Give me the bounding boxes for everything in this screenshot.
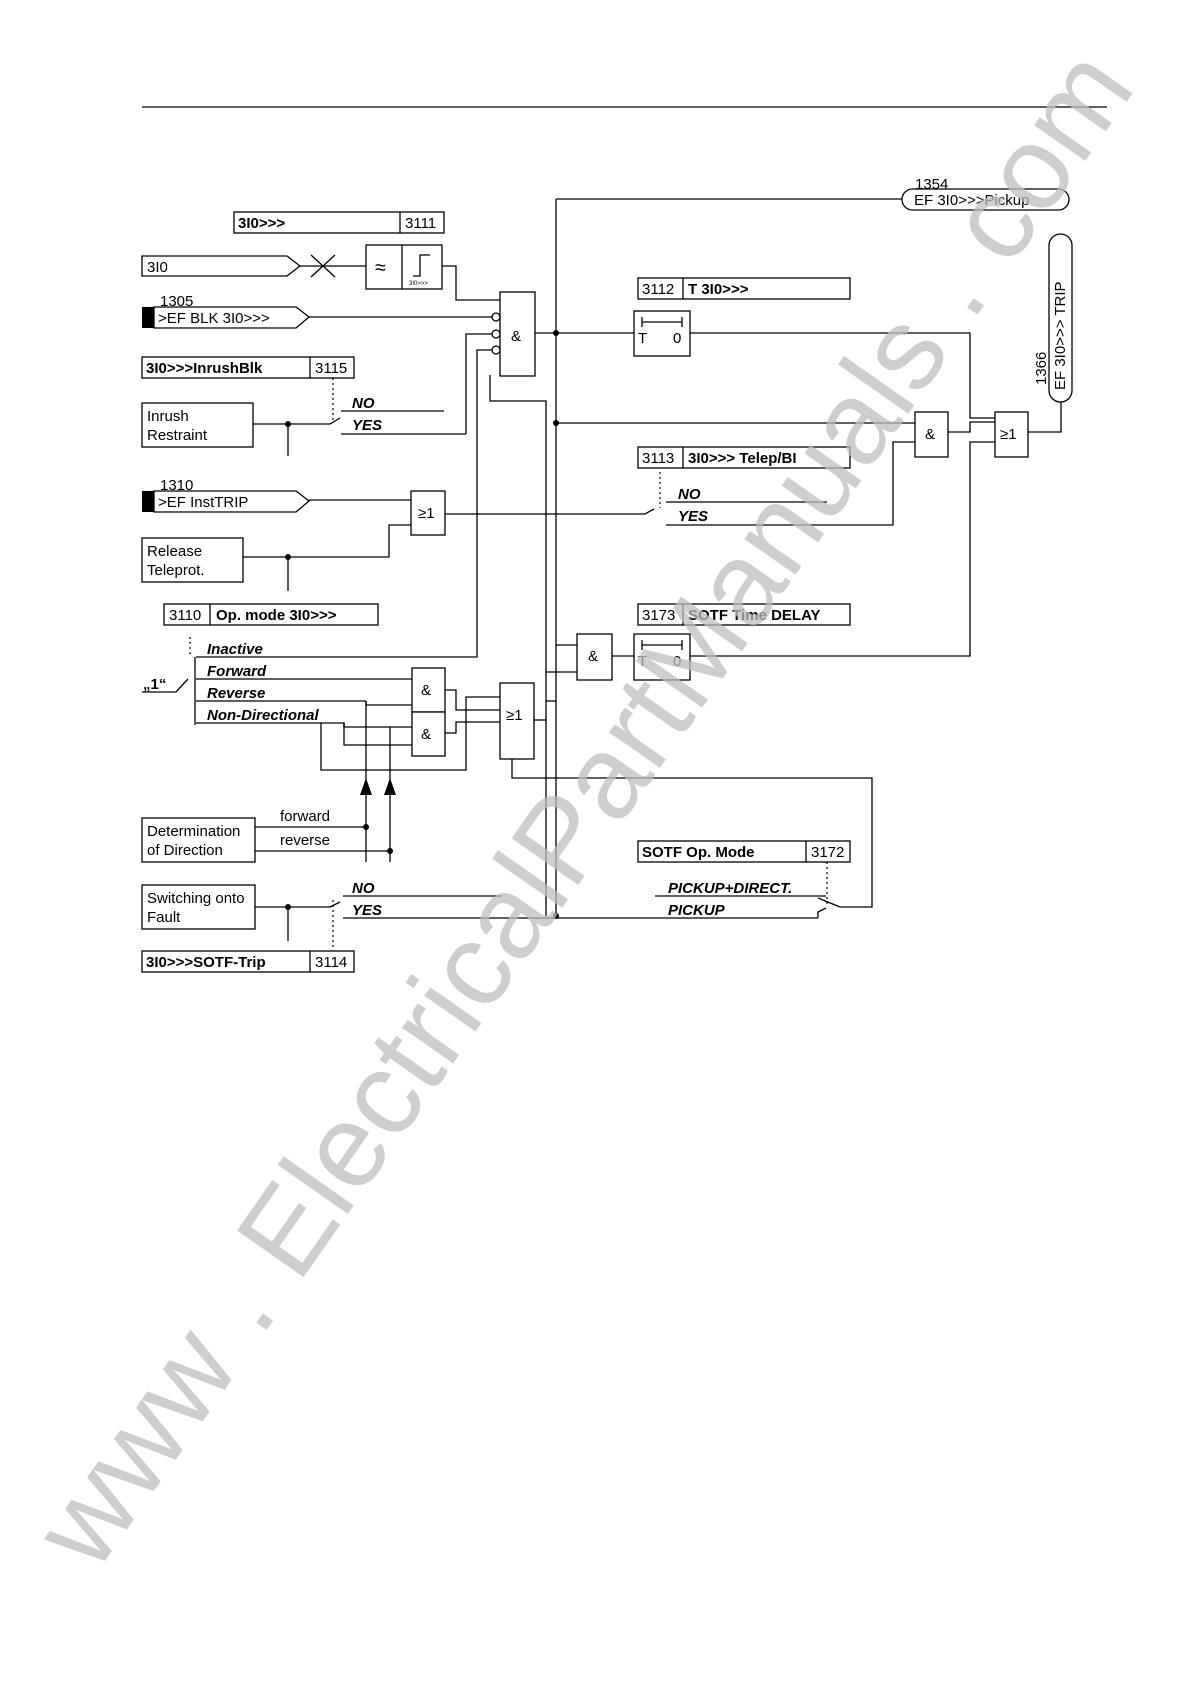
release-line2: Teleprot. <box>147 562 205 579</box>
setting-links <box>189 378 828 950</box>
junction-dots <box>285 330 559 919</box>
or-gate-direction: ≥1 <box>499 682 535 760</box>
or-gate-1-symbol: ≥1 <box>418 505 435 522</box>
timer-3173: T 0 <box>633 633 691 681</box>
release-line1: Release <box>147 543 202 560</box>
and-gate-2-symbol: & <box>925 426 935 443</box>
output-1366-label: EF 3I0>>> TRIP <box>1052 281 1069 390</box>
input-sotf: Switching onto Fault <box>141 884 256 930</box>
sotf-yes: YES <box>352 902 382 919</box>
output-1366-num: 1366 <box>1033 352 1050 385</box>
sotf-line1: Switching onto <box>147 890 245 907</box>
timer-3173-zero: 0 <box>673 653 681 670</box>
output-1354-label: EF 3I0>>>Pickup <box>914 192 1030 209</box>
setting-3114: 3I0>>>SOTF-Trip 3114 <box>141 950 355 973</box>
setting-3111-addr: 3111 <box>405 215 436 232</box>
output-1354: 1354 EF 3I0>>>Pickup <box>901 176 1070 211</box>
setting-3112-name: T 3I0>>> <box>688 281 749 298</box>
setting-3115-name: 3I0>>>InrushBlk <box>146 360 263 377</box>
arrow-up-forward <box>360 778 372 795</box>
sotf-line2: Fault <box>147 909 181 926</box>
level-label: 3I0>>> <box>409 281 428 287</box>
setting-3112-addr: 3112 <box>642 281 674 298</box>
and-gate-reverse-symbol: & <box>421 726 431 743</box>
setting-3111-name: 3I0>>> <box>238 215 285 232</box>
direction-reverse: reverse <box>280 832 330 849</box>
wires <box>196 198 1062 941</box>
sotf-mode-pickupdirect: PICKUP+DIRECT. <box>668 880 792 897</box>
and-gate-sotf-symbol: & <box>588 648 598 665</box>
setting-3114-addr: 3114 <box>315 954 347 971</box>
inrush-line2: Restraint <box>147 427 208 444</box>
constant-one: „1“ <box>143 676 166 693</box>
input-1305-label: >EF BLK 3I0>>> <box>158 310 270 327</box>
input-direction: Determination of Direction forward rever… <box>141 808 330 863</box>
inrush-yes: YES <box>352 417 382 434</box>
constant-one-switch <box>142 678 189 693</box>
and-gate-2: & <box>914 411 949 458</box>
timer-3112-zero: 0 <box>673 330 681 347</box>
setting-3110-name: Op. mode 3I0>>> <box>216 607 337 624</box>
input-1305-num: 1305 <box>160 293 193 310</box>
inrush-no: NO <box>352 395 375 412</box>
and-gate-sotf: & <box>576 633 613 681</box>
sotf-no: NO <box>352 880 375 897</box>
input-1310: 1310 >EF InstTRIP <box>142 477 311 513</box>
opmode-nondirectional: Non-Directional <box>207 707 320 724</box>
setting-3110: 3110 Op. mode 3I0>>> <box>163 603 379 626</box>
input-1305: 1305 >EF BLK 3I0>>> <box>142 293 311 329</box>
setting-3172: SOTF Op. Mode 3172 <box>637 840 851 863</box>
filter-block: ≈ 3I0>>> <box>365 244 443 290</box>
timer-3112: T 0 <box>633 310 691 357</box>
setting-3115: 3I0>>>InrushBlk 3115 <box>141 356 355 379</box>
or-gate-direction-symbol: ≥1 <box>506 707 523 724</box>
filter-icon: ≈ <box>375 257 386 279</box>
setting-3172-addr: 3172 <box>811 844 844 861</box>
setting-3173: 3173 SOTF Time DELAY <box>637 603 851 626</box>
setting-3111: 3I0>>> 3111 <box>233 211 445 234</box>
direction-forward: forward <box>280 808 330 825</box>
input-inrush: Inrush Restraint <box>141 402 254 448</box>
and-gate-forward: & <box>411 667 446 713</box>
input-3i0-label: 3I0 <box>147 259 168 276</box>
timer-3173-t: T <box>638 653 647 670</box>
and-gate-reverse: & <box>411 711 446 757</box>
timer-3112-t: T <box>638 330 647 347</box>
setting-3172-name: SOTF Op. Mode <box>642 844 755 861</box>
setting-3113-addr: 3113 <box>642 450 674 467</box>
setting-3113: 3113 3I0>>> Telep/BI <box>637 446 851 469</box>
setting-3112: 3112 T 3I0>>> <box>637 277 851 300</box>
setting-3113-name: 3I0>>> Telep/BI <box>688 450 797 467</box>
direction-line2: of Direction <box>147 842 223 859</box>
input-3i0: 3I0 <box>141 254 336 278</box>
sotf-mode-pickup: PICKUP <box>668 902 726 919</box>
or-gate-final: ≥1 <box>994 411 1029 458</box>
setting-3110-addr: 3110 <box>169 607 201 624</box>
setting-3115-addr: 3115 <box>315 360 347 377</box>
input-release: Release Teleprot. <box>141 537 244 583</box>
opmode-forward: Forward <box>207 663 267 680</box>
or-gate-1: ≥1 <box>410 490 446 536</box>
level-step-icon <box>413 254 430 277</box>
setting-3114-name: 3I0>>>SOTF-Trip <box>146 954 266 971</box>
direction-line1: Determination <box>147 823 240 840</box>
opmode-inactive: Inactive <box>207 641 263 658</box>
setting-3173-name: SOTF Time DELAY <box>688 607 821 624</box>
input-1310-num: 1310 <box>160 477 193 494</box>
option-labels: NO YES NO YES Inactive Forward Reverse N… <box>207 395 792 919</box>
opmode-reverse: Reverse <box>207 685 265 702</box>
and-gate-1-symbol: & <box>511 328 521 345</box>
telep-yes: YES <box>678 508 708 525</box>
inrush-line1: Inrush <box>147 408 189 425</box>
input-1310-label: >EF InstTRIP <box>158 494 248 511</box>
output-1366: EF 3I0>>> TRIP 1366 <box>1033 233 1073 403</box>
setting-3173-addr: 3173 <box>642 607 675 624</box>
and-gate-forward-symbol: & <box>421 682 431 699</box>
arrow-up-reverse <box>384 778 396 795</box>
telep-no: NO <box>678 486 701 503</box>
or-gate-final-symbol: ≥1 <box>1000 426 1017 443</box>
and-gate-1: & <box>491 291 536 377</box>
